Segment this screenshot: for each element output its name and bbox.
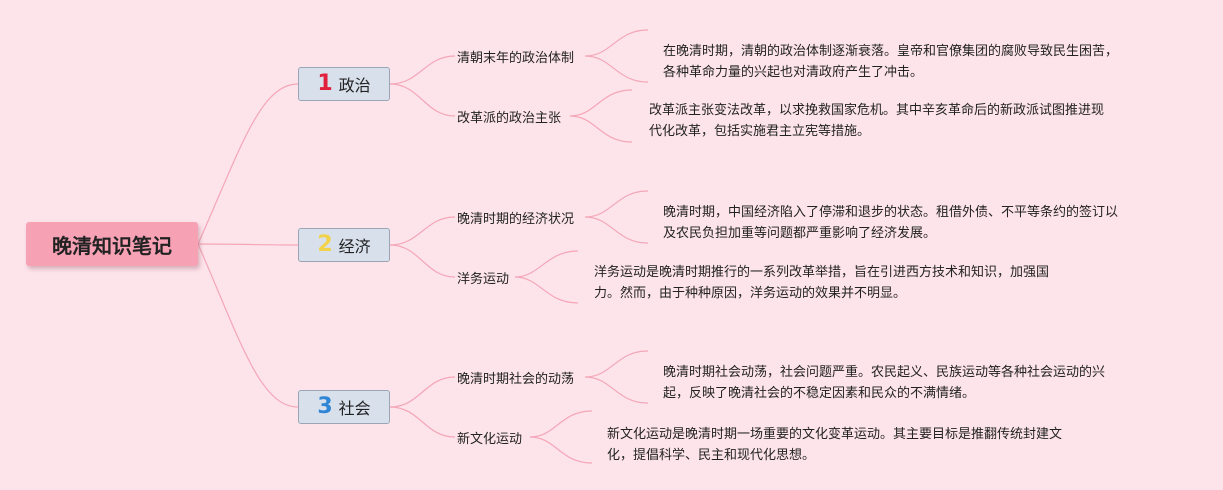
topic-economy[interactable]: 2 经济 — [298, 228, 390, 262]
topic-politics[interactable]: 1 政治 — [298, 67, 390, 101]
note-line: 晚清时期，中国经济陷入了停滞和退步的状态。租借外债、不平等条约的签订以 — [663, 205, 1119, 220]
connector-economy-to-sub2 — [389, 244, 456, 278]
root-node[interactable]: 晚清知识笔记 — [26, 222, 198, 266]
note-line: 力。然而，由于种种原因，洋务运动的效果并不明显。 — [594, 286, 907, 301]
note-line: 新文化运动是晚清时期一场重要的文化变革运动。其主要目标是推翻传统封建文 — [607, 427, 1063, 442]
note-line: 起，反映了晚清社会的不稳定因素和民众的不满情绪。 — [663, 386, 976, 401]
note-line: 各种革命力量的兴起也对清政府产生了冲击。 — [663, 65, 924, 80]
connector-sub-to-note-3 — [584, 190, 649, 244]
connector-society-to-sub1 — [389, 376, 456, 408]
connector-sub-to-note-5 — [584, 350, 649, 404]
note-line: 化，提倡科学、民主和现代化思想。 — [607, 448, 816, 463]
note-self-strengthening[interactable]: 洋务运动是晚清时期推行的一系列改革举措，旨在引进西方技术和知识，加强国 力。然而… — [594, 262, 1049, 304]
topic-society[interactable]: 3 社会 — [298, 390, 390, 424]
connector-sub-to-note-2 — [569, 89, 633, 143]
note-social-unrest[interactable]: 晚清时期社会动荡，社会问题严重。农民起义、民族运动等各种社会运动的兴 起，反映了… — [663, 362, 1105, 404]
topic-label: 经济 — [338, 237, 371, 256]
connector-politics-to-sub1 — [389, 55, 456, 85]
note-line: 改革派主张变法改革，以求挽救国家危机。其中辛亥革命后的新政派试图推进现 — [649, 103, 1105, 118]
subtopic-late-qing-social-unrest[interactable]: 晚清时期社会的动荡 — [457, 372, 575, 387]
connector-sub-to-note-4 — [514, 250, 579, 304]
connector-society-to-sub2 — [389, 406, 456, 438]
connector-root-to-economy — [197, 243, 299, 246]
note-line: 在晚清时期，清朝的政治体制逐渐衰落。皇帝和官僚集团的腐败导致民生困苦， — [663, 44, 1119, 59]
note-political-system[interactable]: 在晚清时期，清朝的政治体制逐渐衰落。皇帝和官僚集团的腐败导致民生困苦， 各种革命… — [663, 41, 1118, 83]
connector-sub-to-note-6 — [529, 410, 593, 464]
root-title: 晚清知识笔记 — [52, 233, 172, 258]
topic-number-3: 3 — [317, 394, 333, 419]
topic-number-1: 1 — [317, 71, 333, 96]
connector-root-to-politics — [197, 83, 299, 245]
note-line: 及农民负担加重等问题都严重影响了经济发展。 — [663, 226, 937, 241]
topic-label: 社会 — [338, 399, 371, 418]
subtopic-late-qing-economy[interactable]: 晚清时期的经济状况 — [457, 212, 575, 227]
note-reformist-views[interactable]: 改革派主张变法改革，以求挽救国家危机。其中辛亥革命后的新政派试图推进现 代化改革… — [649, 100, 1104, 142]
subtopic-reformist-political-views[interactable]: 改革派的政治主张 — [457, 111, 562, 126]
subtopic-self-strengthening-movement[interactable]: 洋务运动 — [457, 272, 510, 287]
note-line: 代化改革，包括实施君主立宪等措施。 — [649, 124, 871, 139]
subtopic-late-qing-political-system[interactable]: 清朝末年的政治体制 — [457, 51, 575, 66]
topic-label: 政治 — [338, 76, 371, 95]
note-economy[interactable]: 晚清时期，中国经济陷入了停滞和退步的状态。租借外债、不平等条约的签订以 及农民负… — [663, 202, 1118, 244]
connector-sub-to-note-1 — [584, 29, 649, 83]
subtopic-new-culture-movement[interactable]: 新文化运动 — [457, 432, 523, 447]
connector-politics-to-sub2 — [389, 83, 456, 117]
note-new-culture[interactable]: 新文化运动是晚清时期一场重要的文化变革运动。其主要目标是推翻传统封建文 化，提倡… — [607, 424, 1062, 466]
connector-root-to-society — [197, 243, 299, 408]
note-line: 晚清时期社会动荡，社会问题严重。农民起义、民族运动等各种社会运动的兴 — [663, 365, 1106, 380]
note-line: 洋务运动是晚清时期推行的一系列改革举措，旨在引进西方技术和知识，加强国 — [594, 265, 1050, 280]
topic-number-2: 2 — [317, 232, 333, 257]
connector-economy-to-sub1 — [389, 216, 456, 246]
